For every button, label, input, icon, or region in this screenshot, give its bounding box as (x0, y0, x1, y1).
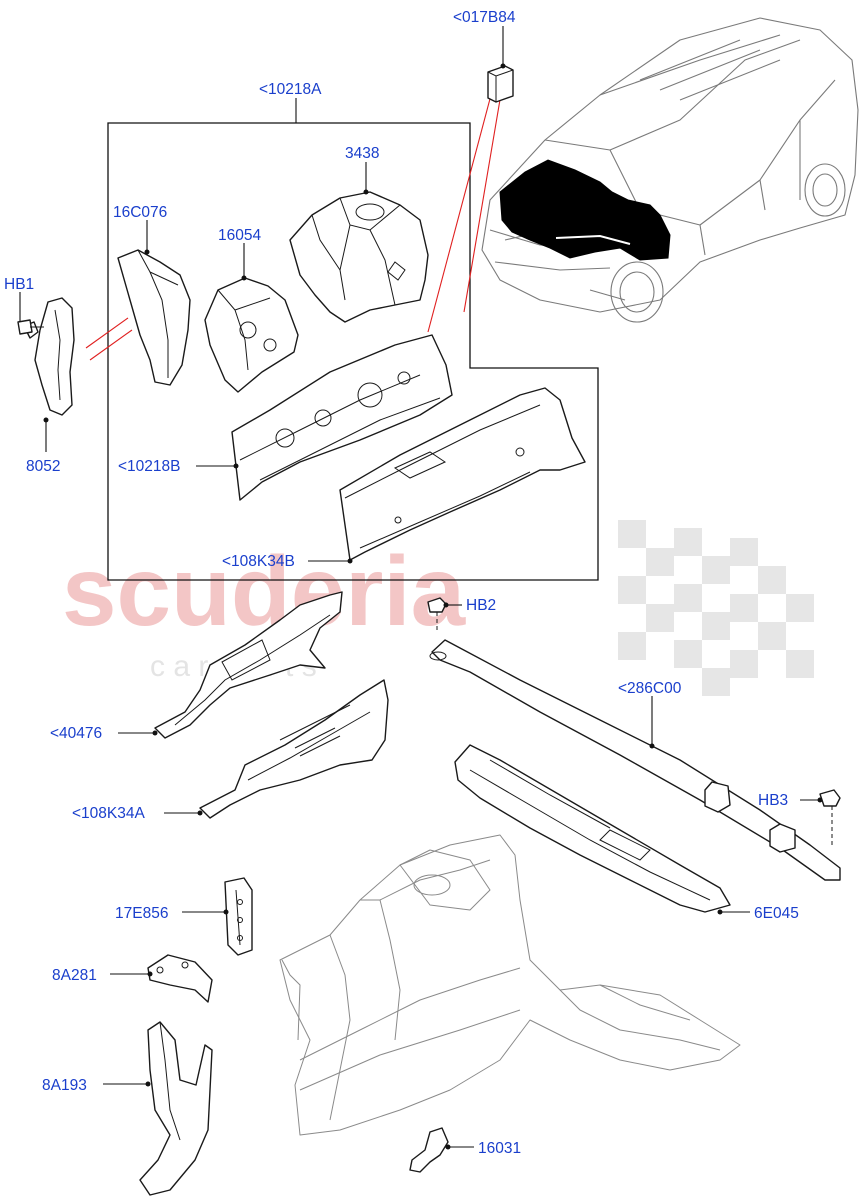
watermark-brand: scuderia (62, 536, 467, 646)
label-10218B[interactable]: <10218B (118, 458, 181, 475)
part-8A193[interactable] (139, 1021, 213, 1196)
part-16C076[interactable] (117, 249, 191, 386)
part-108K34B[interactable] (339, 387, 586, 561)
label-286C00[interactable]: <286C00 (618, 680, 682, 697)
vehicle-highlight-area (499, 159, 671, 261)
label-10218A[interactable]: <10218A (259, 81, 322, 98)
part-8052[interactable] (23, 297, 75, 416)
reference-body-structure (279, 834, 741, 1136)
label-8052[interactable]: 8052 (26, 458, 60, 475)
part-8A281[interactable] (147, 954, 213, 1003)
label-108K34B[interactable]: <108K34B (222, 553, 295, 570)
part-40476[interactable] (154, 591, 343, 739)
checkered-flag-icon (618, 520, 814, 696)
label-8A193[interactable]: 8A193 (42, 1077, 87, 1094)
label-HB2[interactable]: HB2 (466, 597, 496, 614)
part-17E856[interactable] (224, 877, 253, 956)
label-108K34A[interactable]: <108K34A (72, 805, 145, 822)
label-16C076[interactable]: 16C076 (113, 204, 167, 221)
label-6E045[interactable]: 6E045 (754, 905, 799, 922)
label-17E856[interactable]: 17E856 (115, 905, 168, 922)
group-box-outline (107, 122, 599, 581)
part-6E045[interactable] (454, 744, 731, 913)
label-8A281[interactable]: 8A281 (52, 967, 97, 984)
label-017B84[interactable]: <017B84 (453, 9, 516, 26)
part-017B84[interactable] (487, 65, 514, 103)
label-HB3[interactable]: HB3 (758, 792, 788, 809)
label-16054[interactable]: 16054 (218, 227, 261, 244)
leader-lines (19, 26, 823, 1150)
part-108K34A[interactable] (199, 679, 389, 819)
part-3438[interactable] (289, 191, 429, 323)
part-labels: <017B84 <10218A 3438 16C076 16054 HB1 80… (4, 9, 799, 1157)
part-286C00[interactable] (429, 639, 841, 881)
bolt-HB3[interactable] (819, 789, 841, 845)
part-16031[interactable] (409, 1127, 449, 1173)
label-16031[interactable]: 16031 (478, 1140, 521, 1157)
part-16054[interactable] (204, 277, 299, 393)
label-HB1[interactable]: HB1 (4, 276, 34, 293)
label-3438[interactable]: 3438 (345, 145, 379, 162)
vehicle-illustration (481, 17, 859, 323)
label-40476[interactable]: <40476 (50, 725, 102, 742)
bolt-HB2[interactable] (427, 597, 447, 630)
bolt-HB1[interactable] (17, 319, 44, 335)
red-leaders (85, 79, 504, 361)
part-10218B[interactable] (231, 334, 453, 501)
